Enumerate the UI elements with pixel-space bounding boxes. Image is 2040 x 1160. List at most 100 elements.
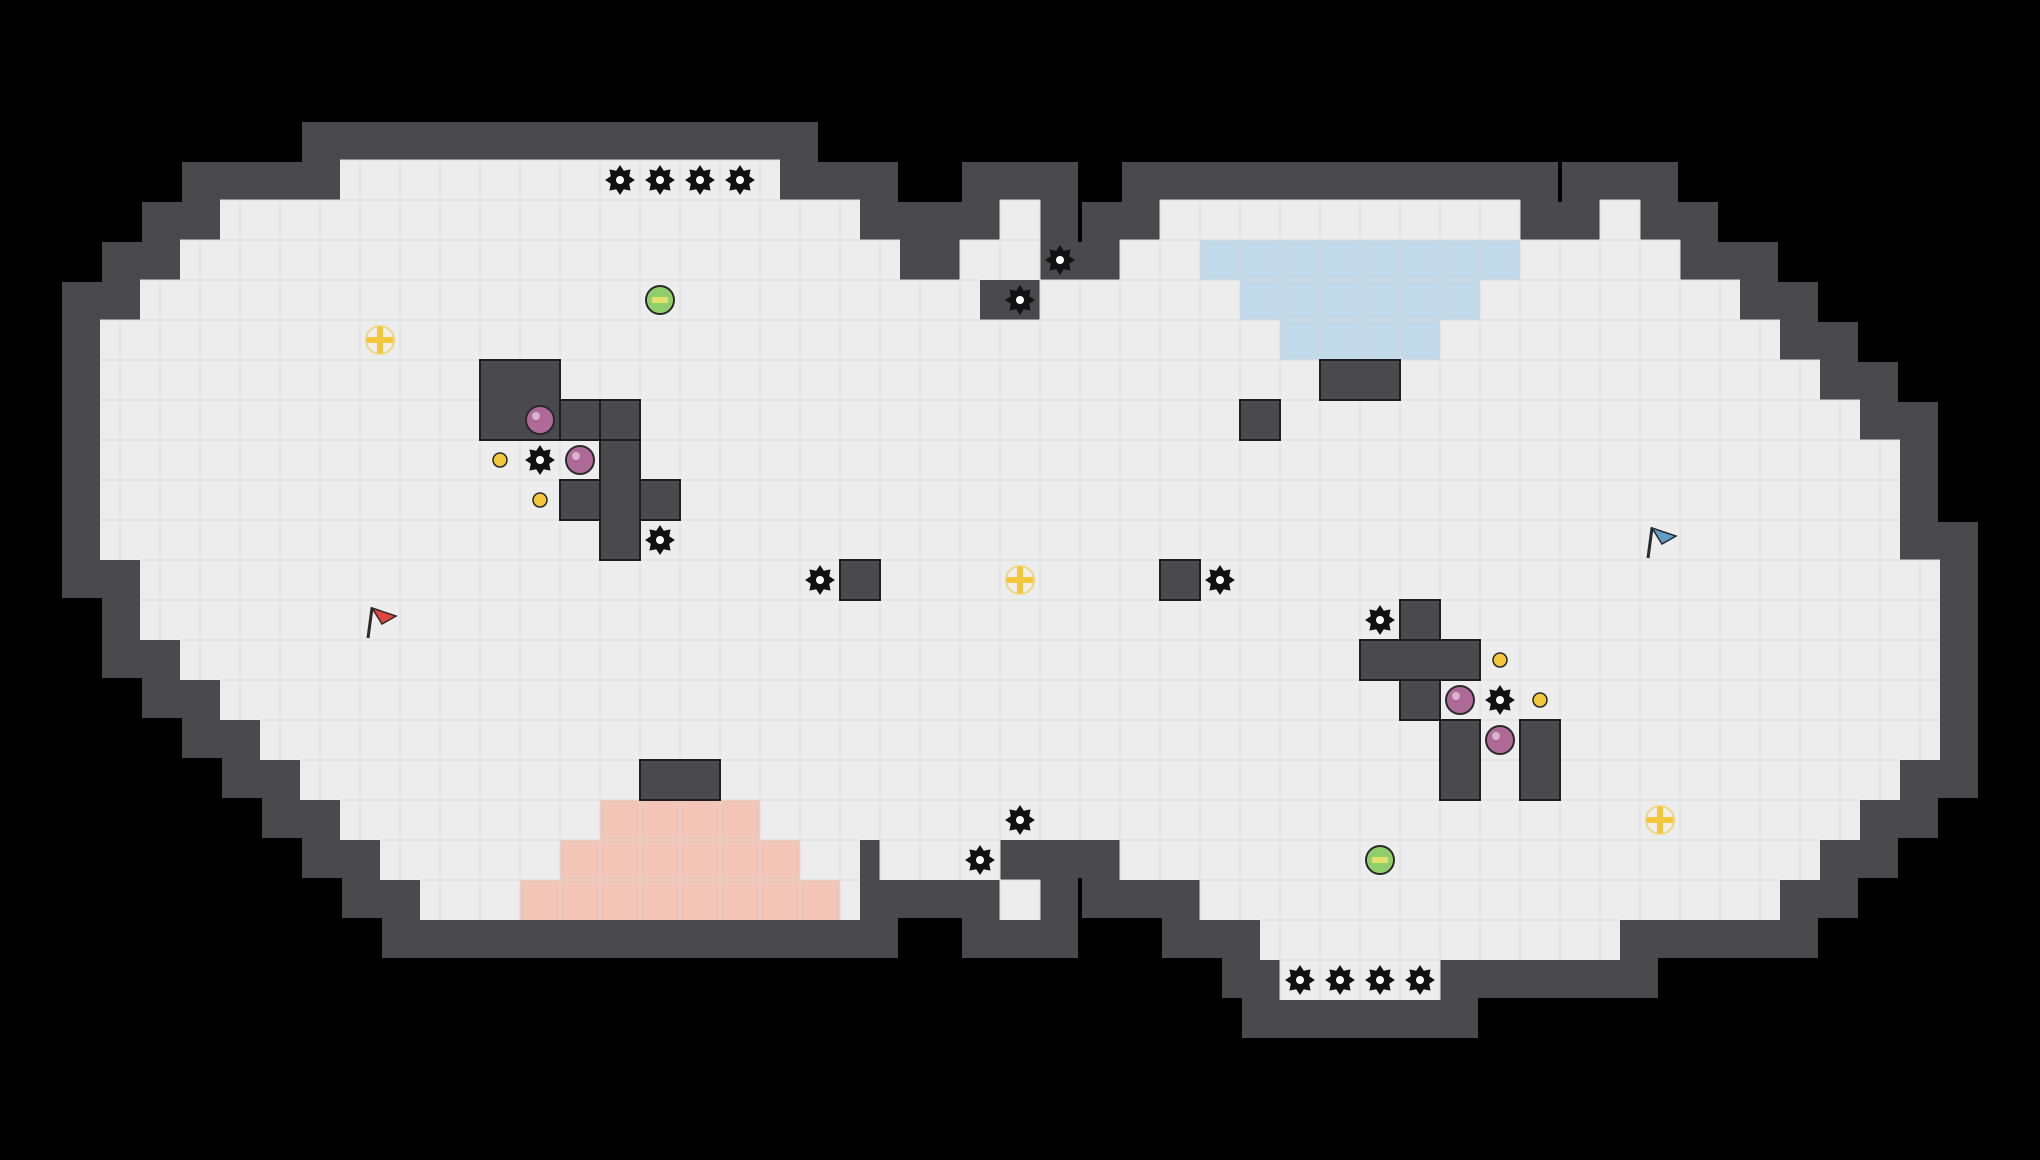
spike-center	[1056, 256, 1064, 264]
boost-icon	[1005, 565, 1035, 595]
wall-block	[599, 439, 641, 561]
spike-icon	[1005, 805, 1035, 835]
spike-center	[1216, 576, 1224, 584]
bomb-body	[565, 445, 595, 475]
spike-icon	[1285, 965, 1315, 995]
spike-center	[736, 176, 744, 184]
floor-row	[1000, 200, 1040, 240]
flag-pole	[366, 607, 374, 639]
item-layer	[365, 165, 1678, 995]
floor-row	[260, 720, 1940, 760]
bomb-shine	[532, 412, 540, 420]
boost-arm	[1647, 817, 1673, 823]
floor-row	[1600, 200, 1640, 240]
floor-row	[340, 800, 1860, 840]
spike-center	[656, 536, 664, 544]
bomb-shine	[1452, 692, 1460, 700]
spike-icon	[1405, 965, 1435, 995]
spike-icon	[525, 445, 555, 475]
grid-layer	[100, 159, 1940, 1000]
wall-block	[1359, 639, 1481, 681]
spike-center	[976, 856, 984, 864]
yellow-dot-icon	[1532, 692, 1548, 708]
bomb-icon	[565, 445, 595, 475]
boost-ring	[1645, 805, 1675, 835]
flag-cloth	[370, 606, 398, 626]
spike-icon	[685, 165, 715, 195]
spike-icon	[1365, 605, 1395, 635]
boost-arm	[1007, 577, 1033, 583]
floor-row	[1000, 880, 1040, 920]
obstacle-layer	[479, 359, 1561, 801]
bomb-shine	[1492, 732, 1500, 740]
spike-icon	[1325, 965, 1355, 995]
floor-row	[100, 320, 1780, 360]
wall-block	[1319, 359, 1401, 401]
boost-arm	[367, 337, 393, 343]
floor-row	[180, 640, 1940, 680]
bomb-body	[525, 405, 555, 435]
powerup-band	[1372, 857, 1388, 863]
spike-center	[1376, 616, 1384, 624]
spike-center	[1296, 976, 1304, 984]
spike-icon	[805, 565, 835, 595]
yellow-dot-icon	[492, 452, 508, 468]
floor-row	[100, 400, 1860, 440]
spike-center	[1016, 816, 1024, 824]
powerup-band	[652, 297, 668, 303]
boost-icon	[1645, 805, 1675, 835]
wall-block	[1159, 559, 1201, 601]
spike-icon	[725, 165, 755, 195]
spike-icon	[965, 845, 995, 875]
floor-row	[1200, 880, 1780, 920]
red-flag-icon	[366, 606, 398, 639]
powerup-icon	[1365, 845, 1395, 875]
spike-icon	[645, 165, 675, 195]
spike-center	[816, 576, 824, 584]
boost-ring	[365, 325, 395, 355]
spike-icon	[1365, 965, 1395, 995]
boost-ring	[1005, 565, 1035, 595]
bomb-shine	[572, 452, 580, 460]
yellow-dot-icon	[532, 492, 548, 508]
wall-block	[1519, 719, 1561, 801]
bomb-icon	[1485, 725, 1515, 755]
spike-center	[656, 176, 664, 184]
bomb-icon	[1445, 685, 1475, 715]
spike-icon	[1205, 565, 1235, 595]
floor-row	[220, 200, 860, 240]
wall-block	[839, 559, 881, 601]
floor-row	[1120, 840, 1820, 880]
boost-icon	[365, 325, 395, 355]
floor-row	[300, 760, 1900, 800]
spike-center	[536, 456, 544, 464]
wall-block	[559, 399, 601, 441]
wall-block	[1239, 399, 1281, 441]
floor-row	[1160, 200, 1520, 240]
spike-center	[616, 176, 624, 184]
spike-center	[1336, 976, 1344, 984]
spike-icon	[1485, 685, 1515, 715]
spike-center	[1016, 296, 1024, 304]
spike-center	[1376, 976, 1384, 984]
flag-pole	[1646, 527, 1654, 559]
flag-cloth	[1650, 526, 1678, 546]
spike-icon	[1045, 245, 1075, 275]
spike-center	[1496, 696, 1504, 704]
wall-block	[639, 759, 721, 801]
bomb-body	[1485, 725, 1515, 755]
yellow-dot-icon	[1492, 652, 1508, 668]
spike-icon	[1005, 285, 1035, 315]
spike-center	[1416, 976, 1424, 984]
blue-flag-icon	[1646, 526, 1678, 559]
powerup-icon	[645, 285, 675, 315]
wall-block	[1439, 719, 1481, 801]
bomb-icon	[525, 405, 555, 435]
spike-icon	[605, 165, 635, 195]
floor-row	[180, 240, 900, 280]
bomb-body	[1445, 685, 1475, 715]
wall-block	[599, 399, 641, 441]
spike-center	[696, 176, 704, 184]
